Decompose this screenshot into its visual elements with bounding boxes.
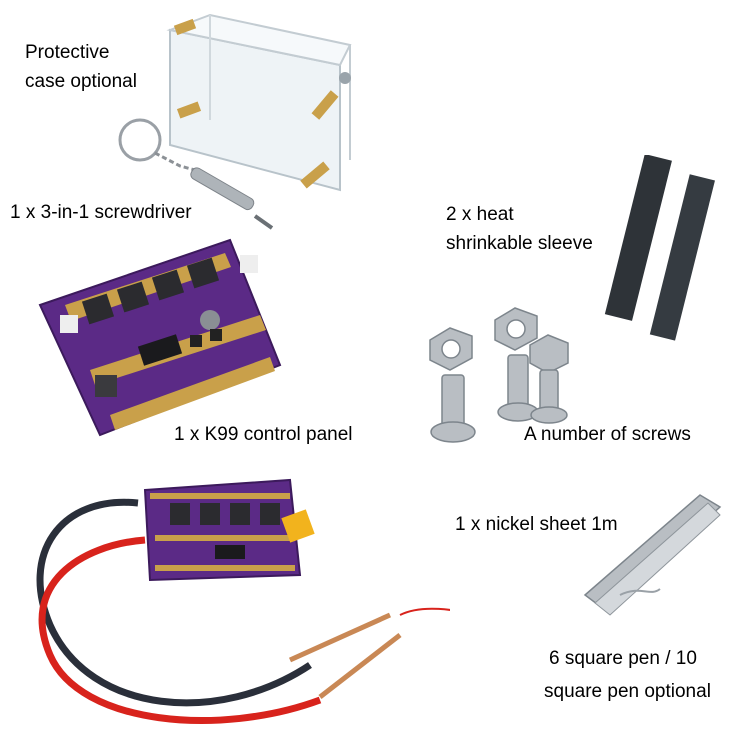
- nickel-sheet-image: [583, 494, 722, 616]
- heat-shrink-sleeve-label-line2: shrinkable sleeve: [446, 233, 593, 255]
- protective-case-label-line1: Protective: [25, 42, 110, 63]
- protective-case-label-line2: case optional: [25, 71, 137, 93]
- screws-label: A number of screws: [524, 424, 691, 445]
- screws-image: [429, 307, 569, 443]
- pen-label-line2: square pen optional: [544, 681, 711, 703]
- protective-case-image: [166, 13, 352, 192]
- heat-shrink-sleeve-label: 2 x heat shrinkable sleeve: [446, 200, 593, 259]
- pen-label-line1: 6 square pen / 10: [549, 648, 697, 669]
- screwdriver-image: [118, 118, 274, 230]
- spot-welder-pen-image: [36, 478, 450, 724]
- heat-shrink-sleeve-image: [604, 155, 715, 341]
- nickel-sheet-label: 1 x nickel sheet 1m: [455, 514, 618, 535]
- protective-case-label: Protective case optional: [25, 38, 137, 97]
- screwdriver-label: 1 x 3-in-1 screwdriver: [10, 202, 192, 223]
- k99-control-panel-image: [38, 238, 282, 437]
- control-panel-label: 1 x K99 control panel: [174, 424, 353, 445]
- pen-label: 6 square pen / 10 square pen optional: [544, 644, 711, 707]
- heat-shrink-sleeve-label-line1: 2 x heat: [446, 204, 514, 225]
